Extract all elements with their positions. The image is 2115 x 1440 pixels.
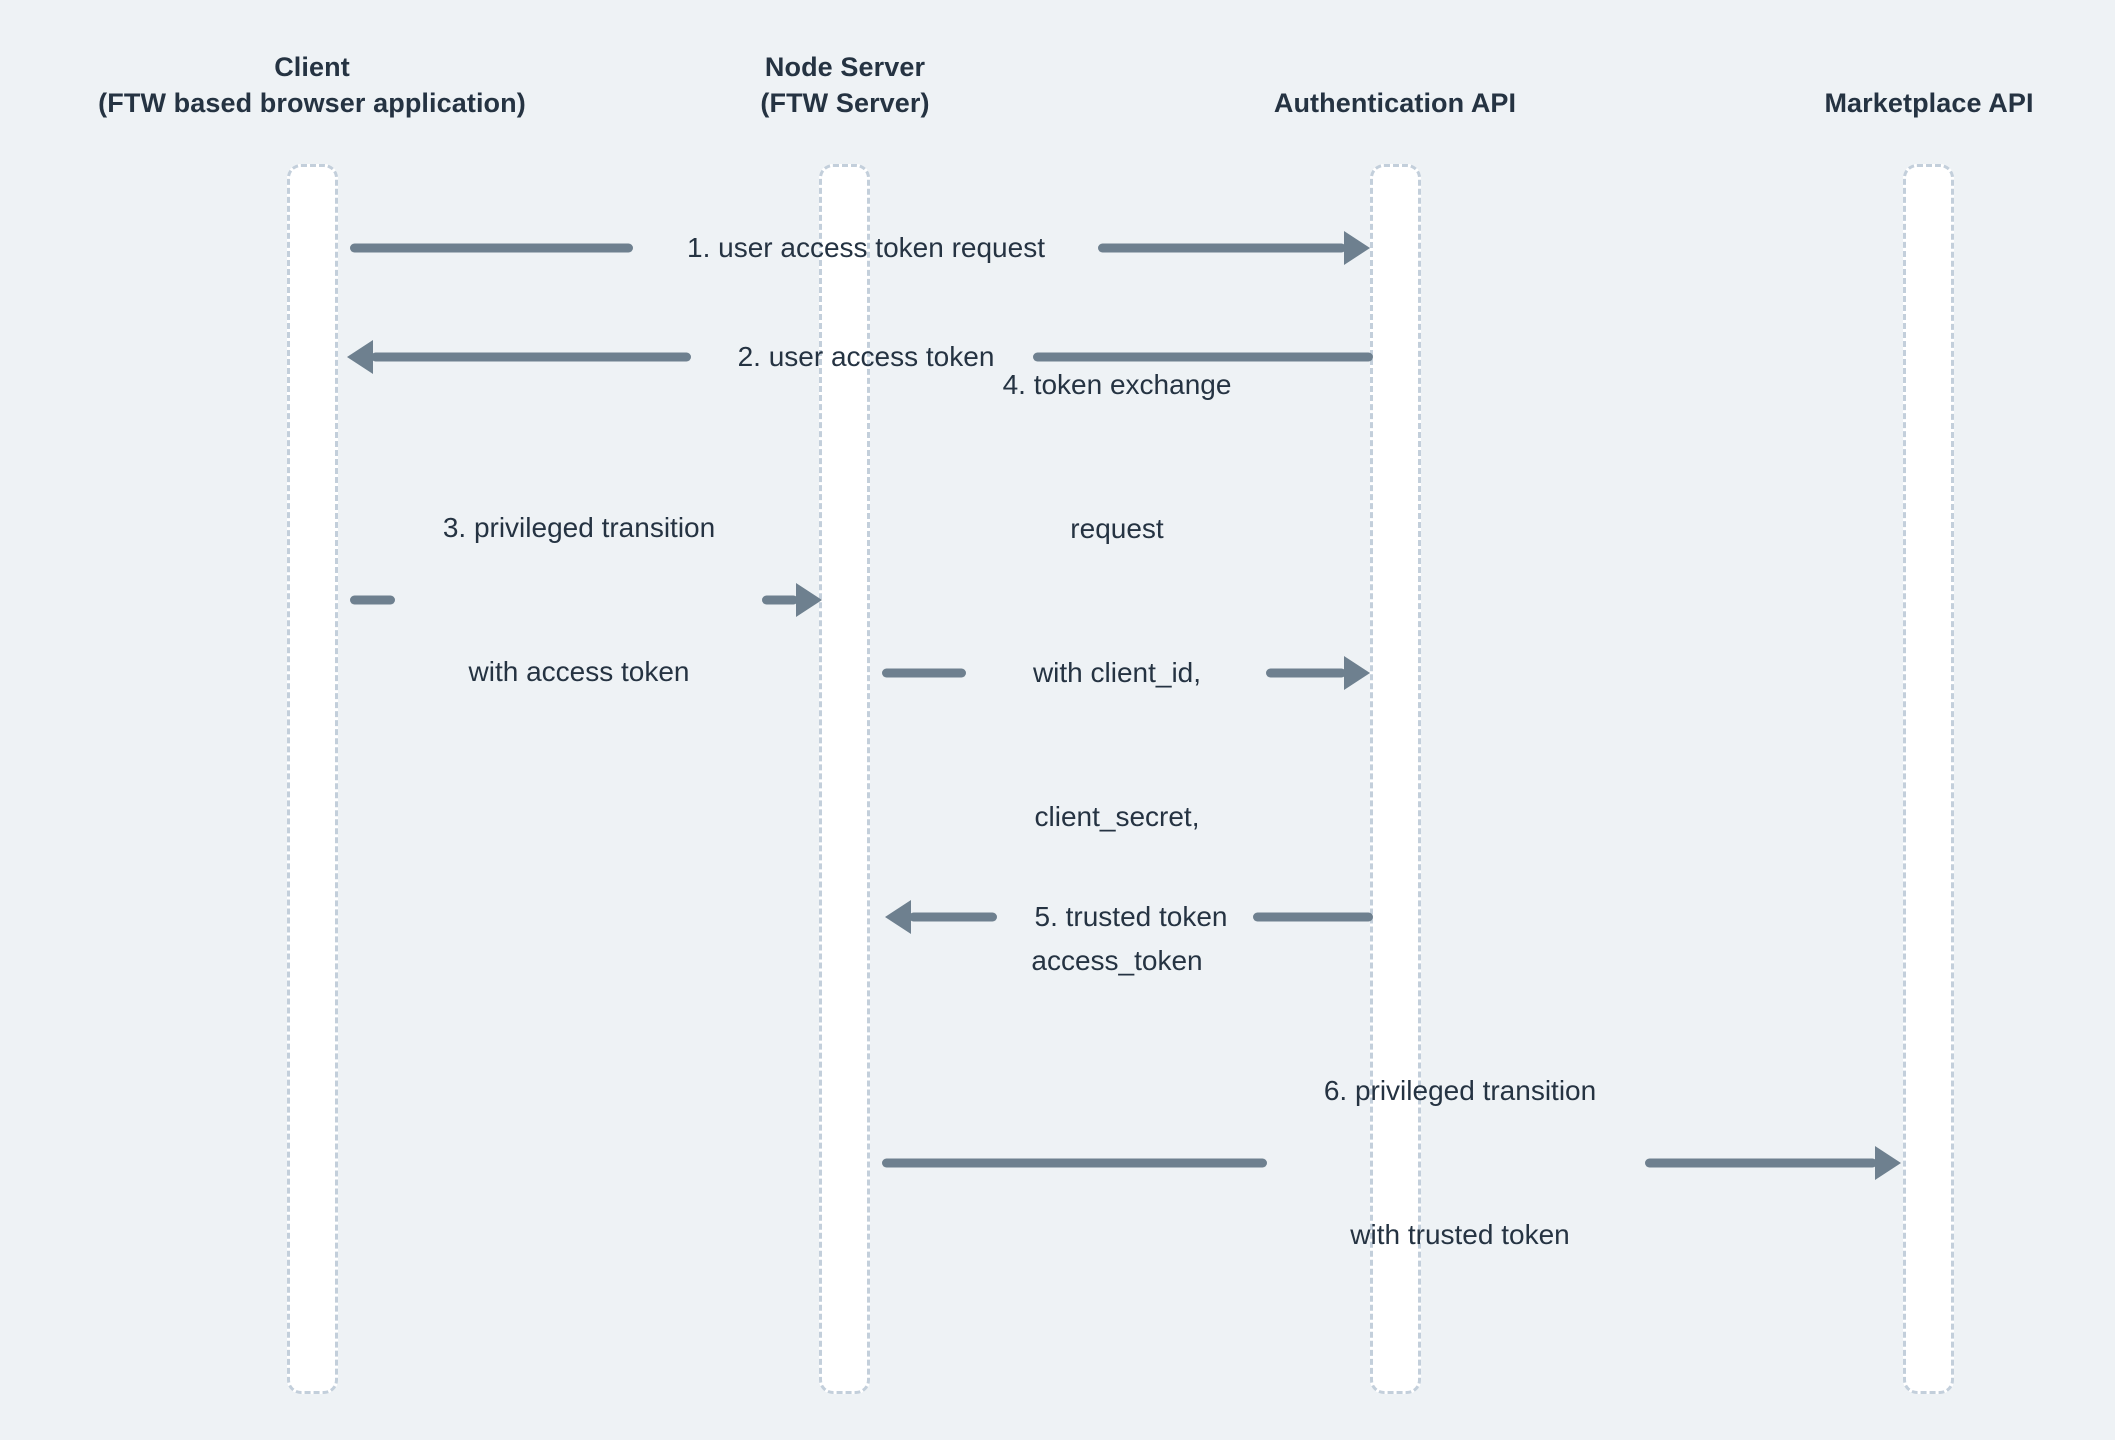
message-4-line-left [882,668,966,678]
message-5-arrowhead [885,900,911,934]
lifeline-authentication-api [1370,164,1421,1394]
message-4-label-line4: client_secret, [1034,801,1200,832]
message-4-label-line1: 4. token exchange [1002,369,1232,400]
message-4-arrowhead [1344,656,1370,690]
participant-header-client-line2: (FTW based browser application) [98,87,526,118]
message-1-label-line1: 1. user access token request [687,232,1045,263]
message-6-arrowhead [1875,1146,1901,1180]
participant-header-client: Client (FTW based browser application) [98,50,526,122]
message-4-label-line3: with client_id, [1032,657,1202,688]
participant-header-authentication-api-line1: Authentication API [1273,88,1517,118]
message-3-label-line2: with access token [468,656,690,687]
participant-header-marketplace-api: Marketplace API [1824,86,2033,122]
message-5-label: 5. trusted token [1034,797,1227,1037]
lifeline-marketplace-api [1903,164,1954,1394]
message-4-label: 4. token exchange request with client_id… [1003,265,1232,1081]
message-6-label-line2: with trusted token [1350,1219,1570,1250]
message-2-line-left [371,352,691,362]
message-6-line-left [882,1158,1267,1168]
message-3-line-left [350,595,395,605]
message-4-label-line2: request [1070,513,1164,544]
message-5-line-right [1253,912,1373,922]
message-4-label-line5: access_token [1031,945,1203,976]
message-2-label: 2. user access token [738,237,995,477]
message-5-label-line1: 5. trusted token [1034,901,1228,932]
message-6-label: 6. privileged transition with trusted to… [1324,971,1596,1355]
message-1-arrowhead [1344,231,1370,265]
message-6-label-line1: 6. privileged transition [1323,1075,1597,1106]
participant-header-node-server: Node Server (FTW Server) [760,50,929,122]
message-3-arrowhead [796,583,822,617]
message-6-line-right [1645,1158,1877,1168]
message-3-label-line1: 3. privileged transition [442,512,716,543]
message-2-arrowhead [347,340,373,374]
message-4-line-right [1266,668,1346,678]
message-5-line-left [909,912,997,922]
participant-header-client-line1: Client [274,52,350,82]
participant-header-marketplace-api-line1: Marketplace API [1824,88,2034,118]
lifeline-node-server [819,164,870,1394]
participant-header-authentication-api: Authentication API [1274,86,1516,122]
participant-header-node-server-line2: (FTW Server) [760,87,930,118]
message-3-line-right [762,595,798,605]
message-2-label-line1: 2. user access token [737,341,995,372]
participant-header-node-server-line1: Node Server [764,52,926,82]
message-2-line-right [1033,352,1373,362]
message-1-line-left [350,243,633,253]
lifeline-client [287,164,338,1394]
message-1-line-right [1098,243,1346,253]
message-1-label: 1. user access token request [687,128,1045,368]
message-3-label: 3. privileged transition with access tok… [443,408,715,792]
